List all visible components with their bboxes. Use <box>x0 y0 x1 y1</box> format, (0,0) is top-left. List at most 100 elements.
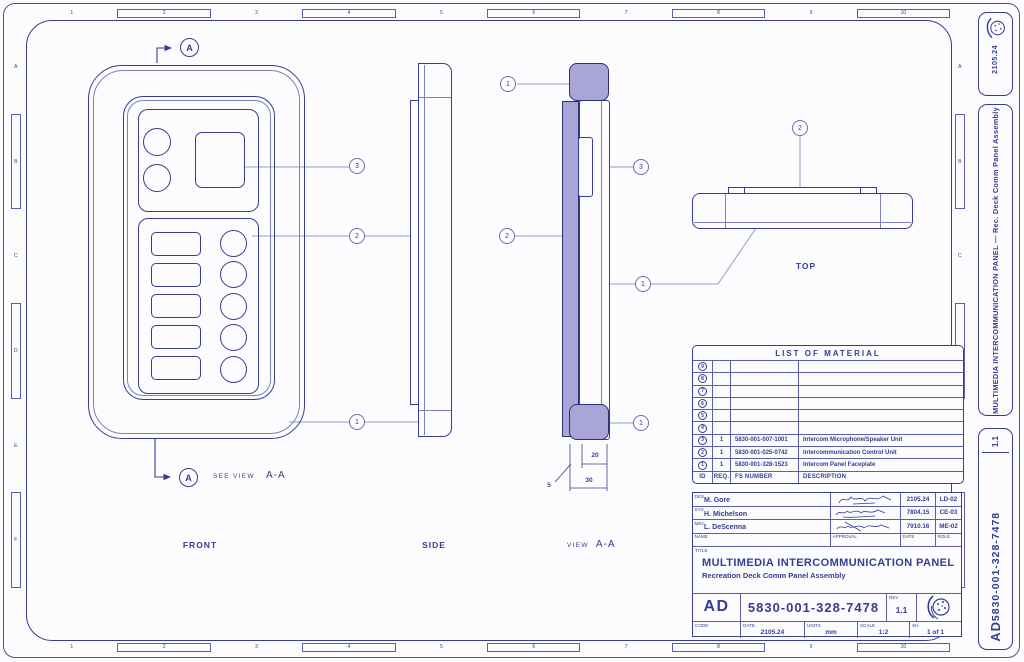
see-view-label: SEE VIEW <box>213 473 255 480</box>
lom-req <box>713 360 731 373</box>
front-button-section <box>138 218 259 394</box>
ruler-top: 1 2 3 4 5 6 7 8 9 10 <box>26 9 951 18</box>
lom-header-desc: DESCRIPTION <box>799 470 963 483</box>
side-bottom-line <box>419 410 451 411</box>
dim-inner-width: 20 <box>591 452 599 459</box>
lom-fs: 5830-001-007-1001 <box>731 433 799 447</box>
callout-1: 1 <box>635 276 651 292</box>
panel-button <box>151 325 201 349</box>
ruler-mark: F <box>11 492 21 589</box>
speaker-grille-circle <box>143 164 171 192</box>
sidebar-date: 2105.24 <box>992 45 999 74</box>
section-marker-bottom: A <box>179 468 198 487</box>
ruler-mark: 8 <box>671 9 766 18</box>
ruler-mark: 3 <box>255 644 258 651</box>
ruler-mark: 1 <box>70 644 74 651</box>
lom-table: 9 8 7 6 5 4 3 1 5830 <box>693 360 963 483</box>
lom-header-id: ID <box>693 470 713 483</box>
lom-desc: Intercom Microphone/Speaker Unit <box>799 433 963 446</box>
display-screen <box>195 132 245 188</box>
sidebar-rev: 1.1 <box>991 436 1000 448</box>
lom-req <box>713 384 731 397</box>
panel-knob <box>219 292 247 320</box>
approval-date: 7804.15 <box>901 506 936 520</box>
panel-button <box>151 294 201 318</box>
ruler-mark: 2 <box>117 643 211 652</box>
lom-desc <box>799 384 963 397</box>
lom-fs <box>731 384 799 397</box>
aa-control-unit <box>562 101 579 437</box>
ruler-mark: D <box>11 303 21 399</box>
lom-desc <box>799 421 963 433</box>
panel-knob <box>219 261 247 288</box>
emblem-cell <box>917 594 961 622</box>
lom-req: 1 <box>713 458 731 471</box>
lom-desc <box>799 360 963 372</box>
ruler-mark: C <box>13 253 18 260</box>
callout-2: 2 <box>349 228 365 244</box>
dim-outer-width: 30 <box>585 477 593 484</box>
lom-id: 2 <box>693 446 713 459</box>
lom-fs: 5830-001-025-0742 <box>731 446 799 459</box>
front-speaker-section <box>138 109 259 212</box>
section-view-aa <box>562 63 610 440</box>
lom-id: 1 <box>693 458 713 471</box>
approval-name-cell: SYS H. Michelson <box>693 506 831 520</box>
lom-id: 3 <box>693 433 713 447</box>
approval-name-cell: DES M. Gore <box>693 493 831 507</box>
drawing-number-cell: 5830-001-328-7478 <box>741 593 887 622</box>
approval-role: LD-02 <box>936 493 961 507</box>
approval-date: 2105.24 <box>901 493 936 507</box>
side-body <box>418 63 452 437</box>
lom-fs: 5830-001-328-1523 <box>731 458 799 471</box>
federation-emblem-icon <box>986 17 1005 39</box>
side-view-label: SIDE <box>422 540 446 550</box>
lom-fs <box>731 372 799 385</box>
aa-inner-line <box>601 101 602 438</box>
ruler-mark: 7 <box>624 644 628 651</box>
ruler-mark: 4 <box>302 643 396 652</box>
callout-3: 3 <box>633 159 649 175</box>
lom-req: 1 <box>713 446 731 459</box>
side-inner-line <box>424 65 425 435</box>
callout-1: 1 <box>500 76 516 92</box>
ruler-mark: 8 <box>671 643 766 652</box>
lom-desc <box>799 396 963 409</box>
lom-id: 6 <box>693 396 713 410</box>
approval-table: DES M. Gore 2105.24 LD-02 SYS H. Michels… <box>693 493 961 547</box>
page-border <box>3 3 1020 658</box>
ruler-mark: 5 <box>439 10 443 17</box>
approval-date: 7910.16 <box>901 520 936 534</box>
number-row: AD 5830-001-328-7478 REV 1.1 <box>693 593 961 622</box>
ruler-mark: E <box>14 442 18 449</box>
ruler-mark: 7 <box>624 10 628 17</box>
label-name: NAME <box>693 533 831 547</box>
ruler-mark: B <box>11 113 21 210</box>
ruler-mark: 5 <box>439 644 443 651</box>
aa-top-cap <box>569 63 609 101</box>
see-view-ref: A-A <box>266 470 286 481</box>
section-marker-top: A <box>180 38 199 57</box>
label-approval: APPROVAL <box>831 533 901 547</box>
view-prefix-label: VIEW <box>567 542 589 549</box>
lom-title: LIST OF MATERIAL <box>775 348 881 358</box>
aa-speaker-unit <box>578 137 593 197</box>
drawing-frame <box>26 20 952 641</box>
sidebar-drawing-number: 5830-001-328-7478 <box>989 511 1002 622</box>
lom-req <box>713 421 731 434</box>
signature <box>831 520 901 534</box>
sidebar-title-box: MULTIMEDIA INTERCOMMUNICATION PANEL — Re… <box>978 104 1013 416</box>
top-inner-line-right <box>880 194 881 228</box>
sidebar-emblem-box: 2105.24 <box>978 12 1013 96</box>
lom-id: 5 <box>693 409 713 422</box>
lom-id: 7 <box>693 384 713 397</box>
callout-2: 2 <box>499 228 515 244</box>
top-body <box>692 193 913 229</box>
ruler-mark: 2 <box>117 9 211 18</box>
lom-req <box>713 372 731 385</box>
top-view <box>692 187 913 229</box>
approval-role: ME-02 <box>936 520 961 534</box>
lom-desc: Intercom Panel Faceplate <box>799 458 963 470</box>
